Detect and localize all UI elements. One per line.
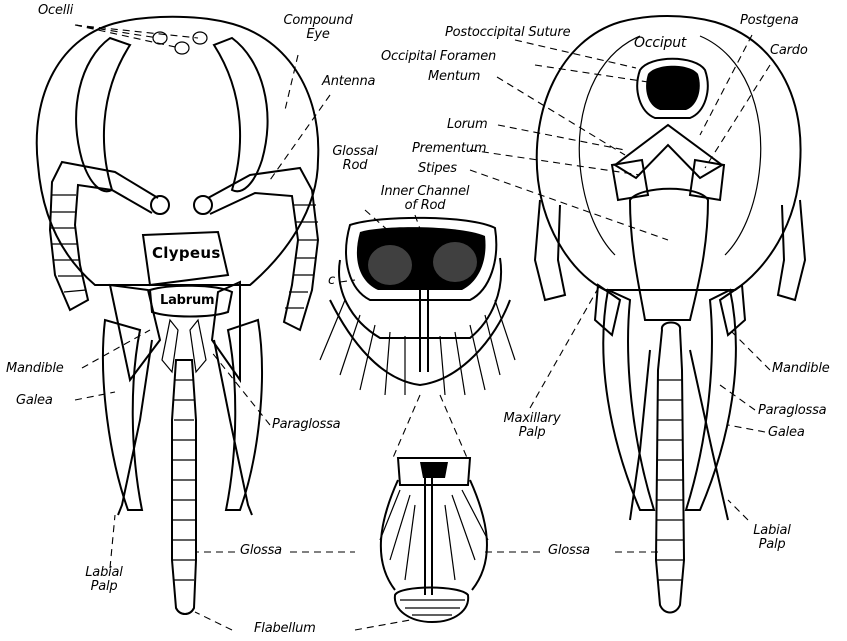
label-labial-palp-right: Labial Palp (742, 524, 802, 552)
label-inner-channel: Inner Channel of Rod (380, 185, 470, 213)
label-stipes: Stipes (418, 162, 457, 176)
label-clypeus: Clypeus (152, 246, 221, 260)
label-inner-channel-line2: of Rod (380, 199, 470, 213)
label-mentum: Mentum (428, 70, 480, 84)
glossa-cross-section (320, 218, 515, 395)
label-glossal-rod-line1: Glossal (325, 145, 385, 159)
label-compound-eye: Compound Eye (278, 14, 358, 42)
label-maxillary-palp-line1: Maxillary (492, 412, 572, 426)
glossa-tip-figure (380, 458, 488, 622)
label-inner-channel-line1: Inner Channel (380, 185, 470, 199)
label-labial-palp-right-line1: Labial (742, 524, 802, 538)
label-lorum: Lorum (447, 118, 487, 132)
leader-lines (75, 25, 770, 630)
label-labial-palp-left-line2: Palp (74, 580, 134, 594)
label-glossa-left: Glossa (240, 544, 282, 558)
label-galea-right: Galea (768, 426, 805, 440)
label-prementum: Prementum (412, 142, 486, 156)
label-postgena: Postgena (740, 14, 799, 28)
left-head-figure (37, 17, 319, 614)
label-labial-palp-left: Labial Palp (74, 566, 134, 594)
label-glossal-rod: Glossal Rod (325, 145, 385, 173)
label-cardo: Cardo (770, 44, 808, 58)
label-labial-palp-right-line2: Palp (742, 538, 802, 552)
label-labial-palp-left-line1: Labial (74, 566, 134, 580)
label-paraglossa-right: Paraglossa (758, 404, 826, 418)
label-mandible-left: Mandible (6, 362, 64, 376)
label-compound-eye-line1: Compound (278, 14, 358, 28)
label-antenna: Antenna (322, 75, 375, 89)
label-galea-left: Galea (16, 394, 53, 408)
label-mandible-right: Mandible (772, 362, 830, 376)
label-c: c (328, 274, 335, 288)
label-glossa-right: Glossa (548, 544, 590, 558)
label-maxillary-palp-line2: Palp (492, 426, 572, 440)
label-maxillary-palp: Maxillary Palp (492, 412, 572, 440)
label-glossal-rod-line2: Rod (325, 159, 385, 173)
label-postoccipital-suture: Postoccipital Suture (445, 26, 570, 40)
label-paraglossa-left: Paraglossa (272, 418, 340, 432)
label-occiput: Occiput (634, 36, 686, 50)
label-occipital-foramen: Occipital Foramen (381, 50, 496, 64)
label-labrum: Labrum (160, 294, 214, 308)
label-compound-eye-line2: Eye (278, 28, 358, 42)
label-ocelli: Ocelli (38, 4, 73, 18)
label-flabellum: Flabellum (254, 622, 316, 636)
